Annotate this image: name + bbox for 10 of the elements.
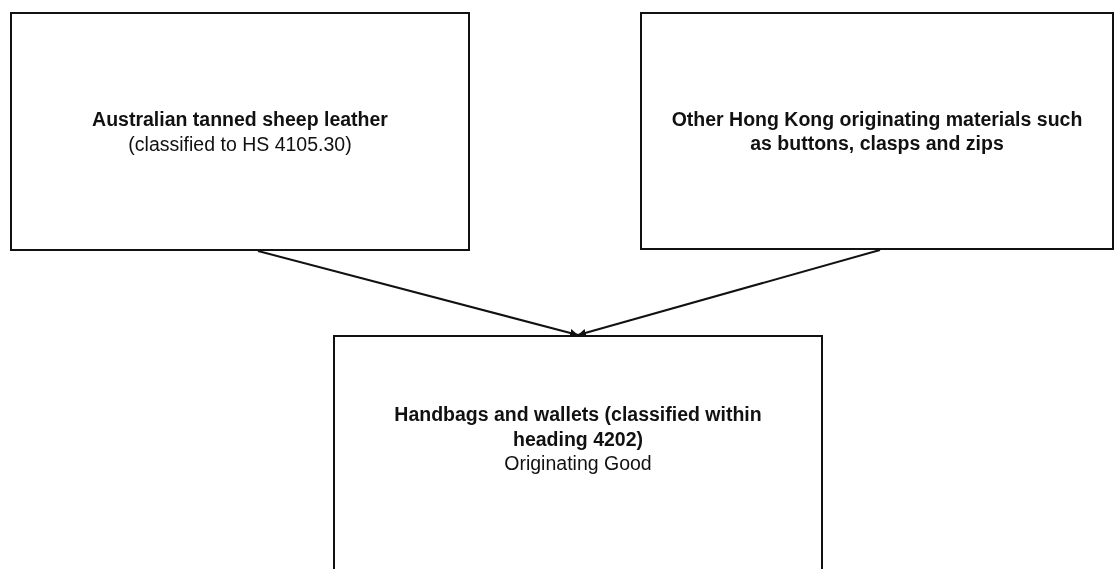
box-heading: Other Hong Kong originating materials such as buttons, clasps and zips — [670, 106, 1084, 156]
arrow — [577, 249, 881, 337]
text-box — [333, 335, 823, 569]
box-heading: Australian tanned sheep leather — [92, 107, 388, 132]
text-box — [640, 12, 1114, 250]
box-heading: Handbags and wallets (classified within heading 4202) — [393, 402, 763, 452]
text-box — [10, 12, 470, 251]
box-text: Originating Good — [504, 451, 652, 476]
arrow — [257, 250, 579, 337]
box-text: (classified to HS 4105.30) — [128, 131, 352, 156]
